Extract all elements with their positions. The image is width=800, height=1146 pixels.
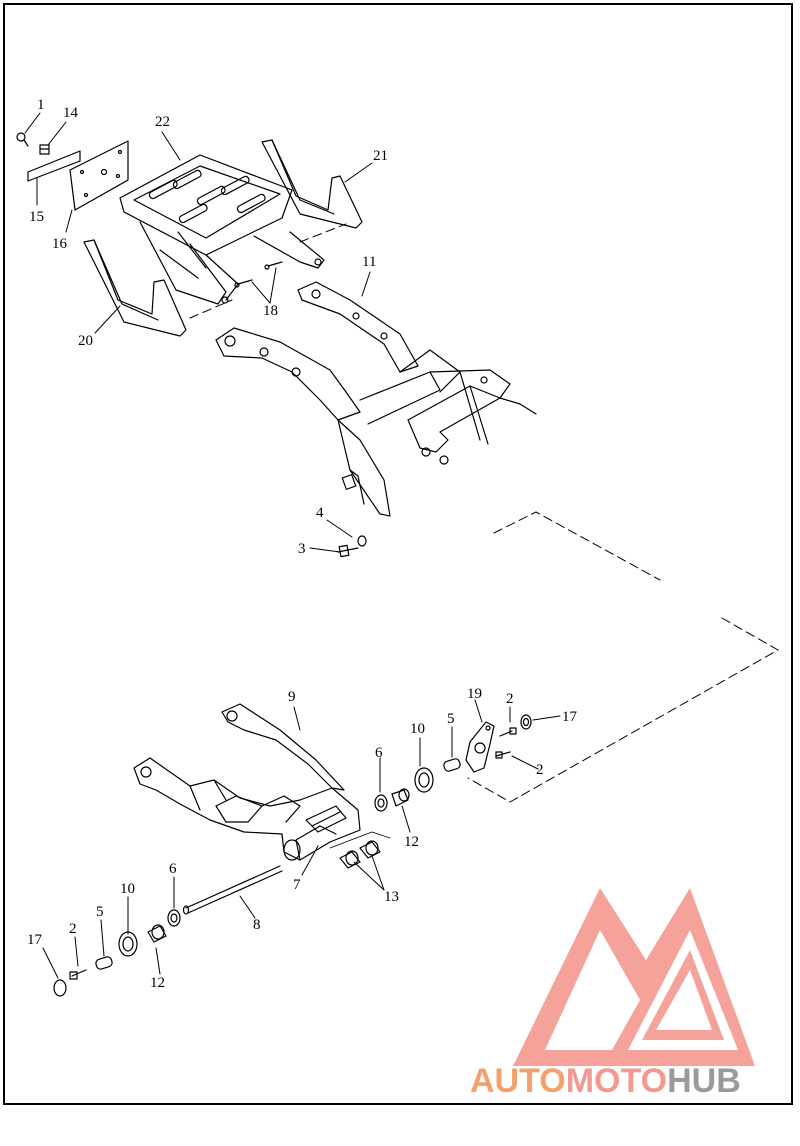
callout-15: 15 [29, 209, 44, 225]
callout-17-right: 17 [562, 709, 577, 725]
bushing-part-12-upper-icon [391, 788, 410, 807]
screw-part-1-icon [16, 132, 29, 147]
pivot-shaft-part-8-icon [182, 865, 283, 915]
callout-18: 18 [263, 303, 278, 319]
callout-2-right: 2 [536, 762, 544, 778]
luggage-rack-part-22-icon [119, 154, 325, 305]
callout-12-right: 12 [404, 834, 419, 850]
callout-16: 16 [52, 236, 67, 252]
bushing-part-12-lower-icon [147, 924, 167, 943]
callout-9: 9 [288, 689, 296, 705]
callout-2-top: 2 [506, 691, 514, 707]
assembly-dashed-lines [189, 223, 779, 803]
watermark-brand-text: AUTOMOTOHUB [470, 1062, 741, 1101]
callout-10-right: 10 [410, 721, 425, 737]
callout-7: 7 [293, 877, 301, 893]
cap-part-17-lower-icon [53, 979, 67, 997]
callout-12-left: 12 [150, 975, 165, 991]
bolt-part-2-upper-icon [499, 727, 517, 737]
callout-5-right: 5 [447, 711, 455, 727]
watermark-auto: AUTO [470, 1062, 566, 1100]
callout-4: 4 [316, 505, 324, 521]
callout-17-left: 17 [27, 932, 42, 948]
watermark-hub: HUB [667, 1062, 741, 1100]
callout-10-left: 10 [120, 881, 135, 897]
washer-part-4-icon [357, 535, 367, 547]
license-plate-part-16-icon [69, 140, 129, 211]
callout-1: 1 [37, 97, 45, 113]
diagram-frame [3, 3, 793, 1105]
callout-11: 11 [362, 254, 377, 270]
bearing-part-6-upper-icon [374, 794, 388, 812]
callout-22: 22 [155, 114, 170, 130]
callout-6-right: 6 [375, 745, 383, 761]
screws-part-18-icon [234, 261, 283, 288]
callout-6-left: 6 [169, 861, 177, 877]
rear-frame-part-11-icon [215, 281, 537, 517]
callout-21: 21 [373, 148, 388, 164]
callout-20: 20 [78, 333, 93, 349]
nut-part-10-lower-icon [118, 931, 138, 957]
clip-nut-part-14-icon [39, 144, 50, 155]
reflector-part-15-icon [27, 150, 81, 182]
leader-lines [24, 112, 561, 979]
side-rail-part-21-icon [261, 139, 363, 229]
swingarm-part-9-icon [133, 703, 361, 861]
spacer-part-5-lower-icon [95, 956, 113, 970]
callout-8: 8 [253, 917, 261, 933]
side-rail-part-20-icon [83, 239, 187, 337]
watermark-logo-icon [513, 888, 755, 1066]
callout-13: 13 [384, 889, 399, 905]
callout-2-left: 2 [69, 921, 77, 937]
bearing-part-6-lower-icon [167, 909, 181, 927]
callout-3: 3 [298, 541, 306, 557]
bracket-part-19-icon [465, 721, 495, 773]
callout-14: 14 [63, 105, 78, 121]
bolt-part-2-lower-icon [495, 751, 511, 759]
bolt-part-3-icon [337, 544, 359, 558]
callout-19: 19 [467, 686, 482, 702]
nut-part-10-upper-icon [414, 767, 434, 793]
callout-5-left: 5 [96, 904, 104, 920]
bushings-part-13-icon [329, 831, 391, 869]
bolt-part-2-left-icon [69, 969, 87, 980]
spacer-part-5-upper-icon [443, 758, 461, 772]
watermark-moto: MOTO [565, 1062, 668, 1100]
cap-part-17-upper-icon [520, 714, 532, 730]
